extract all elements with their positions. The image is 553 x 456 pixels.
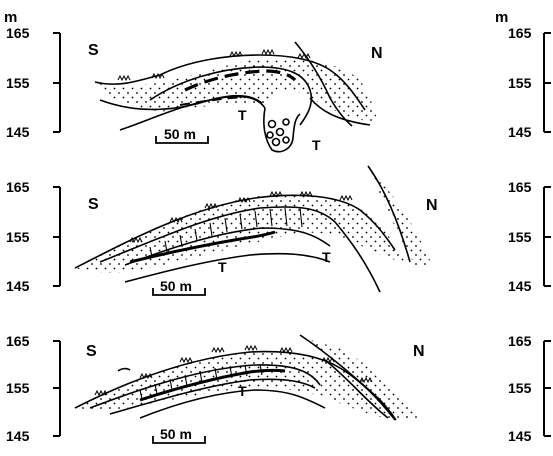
section-1-profile: [95, 42, 378, 152]
right-axis: [544, 33, 551, 436]
left-tick-145-mid: 145: [6, 278, 30, 294]
right-tick-155-bot: 155: [508, 380, 532, 396]
grass-tuft: [262, 50, 274, 54]
right-tick-155-mid: 155: [508, 229, 532, 245]
grass-tuft: [118, 76, 130, 80]
right-tick-145-top: 145: [508, 124, 532, 140]
section-3-north-label: N: [413, 343, 425, 360]
left-tick-155-top: 155: [6, 75, 30, 91]
grass-tuft: [180, 358, 192, 362]
left-unit-label: m: [4, 9, 17, 26]
left-tick-145-top: 145: [6, 124, 30, 140]
left-tick-165-top: 165: [6, 25, 30, 41]
left-tick-155-bot: 155: [6, 380, 30, 396]
section-2-scale-label: 50 m: [160, 278, 192, 294]
section-3-small-mark: [118, 369, 130, 371]
section-3-t-label-a: T: [238, 383, 247, 399]
section-1-t-label-a: T: [238, 107, 247, 123]
right-tick-145-bot: 145: [508, 428, 532, 444]
section-2-t-label-b: T: [322, 249, 331, 265]
left-tick-155-mid: 155: [6, 229, 30, 245]
right-unit-label: m: [495, 9, 508, 26]
section-1-t-label-b: T: [312, 137, 321, 153]
right-tick-165-top: 165: [508, 25, 532, 41]
section-1-south-label: S: [88, 42, 99, 59]
section-2-north-label: N: [426, 197, 438, 214]
section-3-south-label: S: [86, 343, 97, 360]
left-tick-145-bot: 145: [6, 428, 30, 444]
section-2-south-label: S: [88, 196, 99, 213]
grass-tuft: [212, 348, 224, 352]
section-3-scale-label: 50 m: [160, 426, 192, 442]
section-2-t-label-a: T: [218, 259, 227, 275]
grass-tuft: [340, 196, 352, 200]
section-1-scale-label: 50 m: [164, 126, 196, 142]
right-tick-165-bot: 165: [508, 333, 532, 349]
grass-tuft: [298, 54, 310, 58]
right-tick-145-mid: 145: [508, 278, 532, 294]
section-1-north-label: N: [371, 45, 383, 62]
left-axis: [53, 33, 60, 436]
left-tick-165-mid: 165: [6, 179, 30, 195]
right-tick-165-mid: 165: [508, 179, 532, 195]
grass-tuft: [245, 346, 257, 350]
left-tick-165-bot: 165: [6, 333, 30, 349]
right-tick-155-top: 155: [508, 75, 532, 91]
section-2-profile: [75, 166, 432, 292]
